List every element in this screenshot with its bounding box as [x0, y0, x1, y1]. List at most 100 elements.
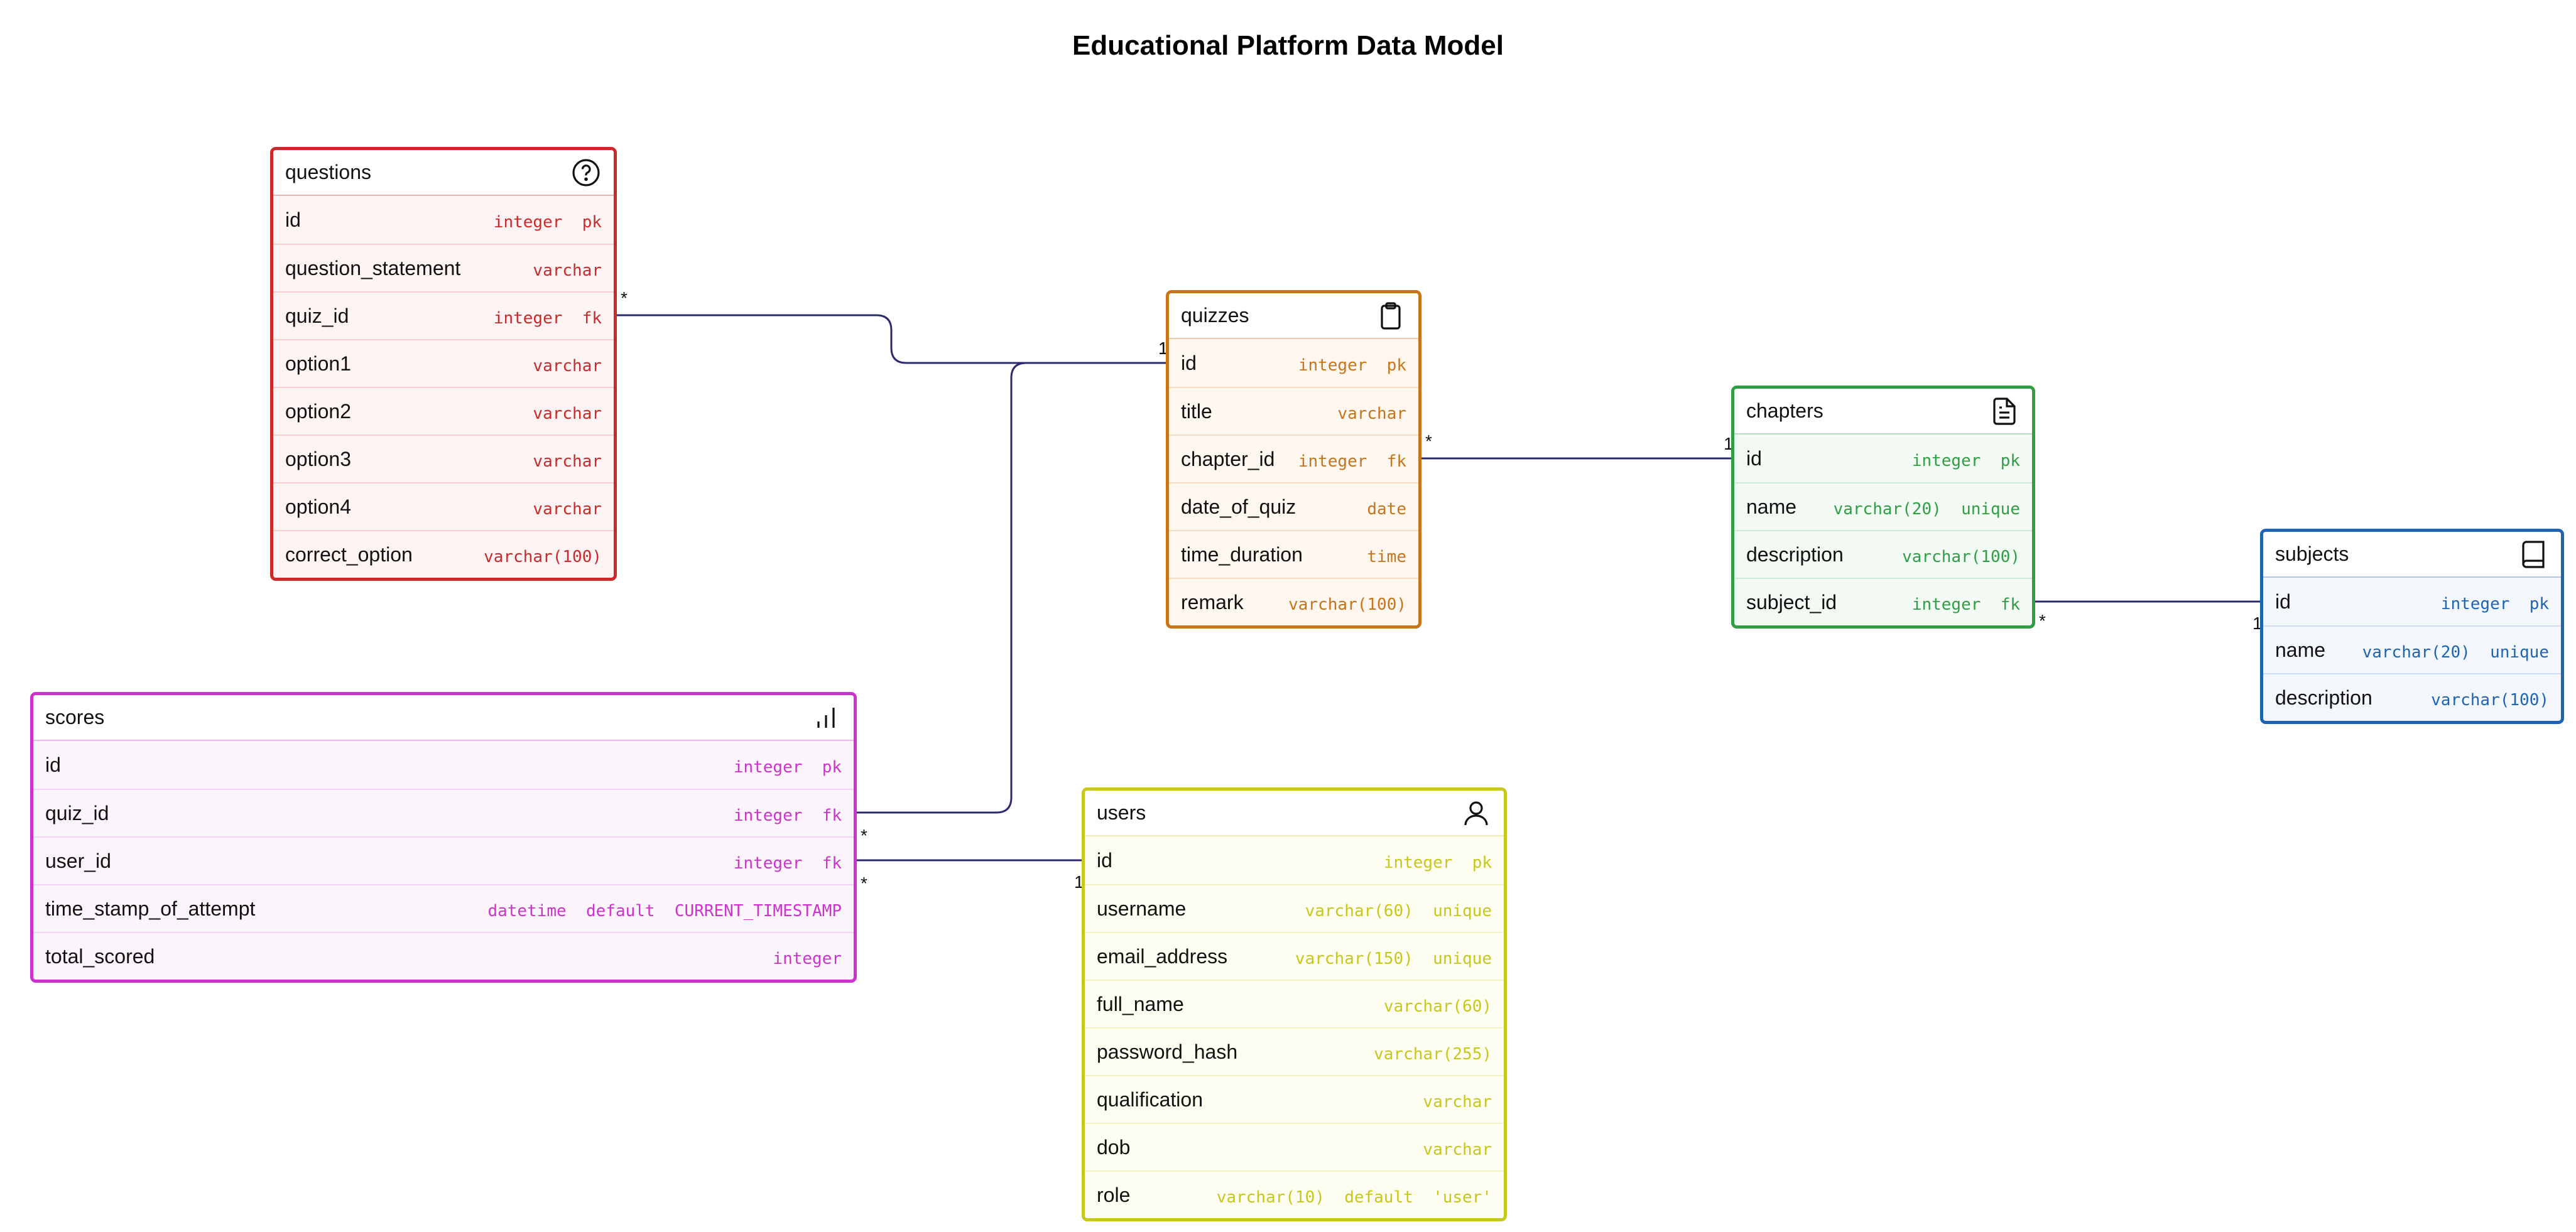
attribute-name: id: [2275, 590, 2291, 613]
attribute-name: remark: [1181, 590, 1244, 613]
attribute-type: varchar(150) unique: [1295, 949, 1492, 968]
attribute-name: total_scored: [45, 944, 155, 968]
attribute-row-name: name varchar(20) unique: [1734, 482, 2032, 530]
cardinality-one: 1: [1158, 338, 1168, 358]
attribute-type: varchar(20) unique: [1833, 500, 2020, 519]
attribute-name: qualification: [1097, 1088, 1203, 1111]
attribute-type: varchar(20) unique: [2362, 643, 2549, 662]
cardinality-one: 1: [2253, 613, 2263, 633]
attribute-row-email-address: email_address varchar(150) unique: [1085, 932, 1504, 980]
cardinality-one: 1: [1158, 338, 1168, 358]
user-icon: [1460, 797, 1492, 829]
attribute-row-role: role varchar(10) default 'user': [1085, 1170, 1504, 1218]
entity-quizzes[interactable]: quizzes id integer pk title varchar chapter_i…: [1166, 290, 1421, 629]
cardinality-one: 1: [1074, 872, 1084, 892]
cardinality-one: 1: [1724, 434, 1734, 453]
attribute-type: varchar: [533, 261, 602, 280]
attribute-row-total-scored: total_scored integer: [33, 932, 854, 980]
attribute-row-qualification: qualification varchar: [1085, 1075, 1504, 1123]
attribute-name: id: [285, 208, 301, 231]
attribute-type: varchar(100): [1288, 595, 1406, 614]
attribute-name: id: [1097, 848, 1112, 872]
attribute-type: integer fk: [493, 309, 602, 328]
attribute-type: integer pk: [493, 213, 602, 232]
attribute-row-title: title varchar: [1169, 387, 1418, 435]
attribute-name: time_stamp_of_attempt: [45, 897, 256, 920]
attribute-row-remark: remark varchar(100): [1169, 578, 1418, 625]
cardinality-many: *: [861, 826, 867, 845]
attribute-row-id: id integer pk: [2263, 578, 2561, 625]
entity-subjects[interactable]: subjects id integer pk name varchar(20) uniq…: [2260, 529, 2564, 724]
attribute-type: varchar(10) default 'user': [1216, 1188, 1492, 1207]
attribute-type: varchar: [1337, 404, 1406, 423]
attribute-type: integer fk: [1298, 452, 1406, 471]
entity-header: users: [1085, 791, 1504, 836]
attribute-type: integer fk: [733, 806, 842, 825]
attribute-name: description: [1746, 543, 1844, 566]
attribute-row-question-statement: question_statement varchar: [273, 244, 614, 291]
entity-name: questions: [285, 161, 371, 183]
attribute-type: integer fk: [733, 854, 842, 873]
attribute-name: description: [2275, 686, 2372, 709]
cardinality-many: *: [1425, 431, 1432, 451]
attribute-name: title: [1181, 399, 1212, 423]
attribute-type: varchar: [533, 500, 602, 519]
cardinality-many: *: [861, 873, 867, 893]
entity-name: chapters: [1746, 399, 1823, 422]
attribute-type: varchar(60): [1383, 997, 1492, 1016]
cardinality-many: *: [621, 288, 628, 308]
attribute-name: option1: [285, 352, 351, 375]
attribute-name: id: [1746, 446, 1762, 470]
attribute-name: full_name: [1097, 992, 1184, 1015]
attribute-row-name: name varchar(20) unique: [2263, 625, 2561, 673]
attribute-name: name: [2275, 638, 2326, 661]
attribute-name: subject_id: [1746, 590, 1837, 613]
attribute-type: integer pk: [1383, 853, 1492, 872]
attribute-type: date: [1367, 500, 1406, 519]
attribute-row-full-name: full_name varchar(60): [1085, 980, 1504, 1027]
entity-name: users: [1097, 801, 1146, 824]
attribute-name: quiz_id: [285, 304, 349, 327]
attribute-type: integer pk: [1298, 356, 1406, 375]
attribute-name: username: [1097, 897, 1187, 920]
diagram-title: Educational Platform Data Model: [1072, 30, 1504, 61]
bar-chart-icon: [810, 702, 842, 733]
entity-name: quizzes: [1181, 304, 1249, 327]
attribute-name: name: [1746, 495, 1797, 518]
attribute-name: dob: [1097, 1135, 1131, 1159]
attribute-name: question_statement: [285, 256, 461, 279]
attribute-name: id: [1181, 351, 1197, 374]
attribute-row-id: id integer pk: [273, 196, 614, 244]
attribute-type: integer pk: [2440, 595, 2549, 613]
clipboard-icon: [1375, 300, 1406, 332]
attribute-name: option4: [285, 495, 351, 518]
relationship-line: [852, 362, 1171, 814]
attribute-name: role: [1097, 1183, 1131, 1206]
attribute-type: integer: [773, 949, 842, 968]
attribute-type: varchar(100): [2431, 691, 2549, 710]
book-icon: [2518, 539, 2549, 570]
attribute-name: id: [45, 753, 61, 776]
attribute-name: email_address: [1097, 944, 1228, 968]
attribute-row-id: id integer pk: [1085, 836, 1504, 884]
question-circle-icon: [570, 157, 602, 188]
entity-header: subjects: [2263, 532, 2561, 578]
attribute-name: option2: [285, 399, 351, 423]
attribute-type: varchar: [1423, 1093, 1492, 1111]
